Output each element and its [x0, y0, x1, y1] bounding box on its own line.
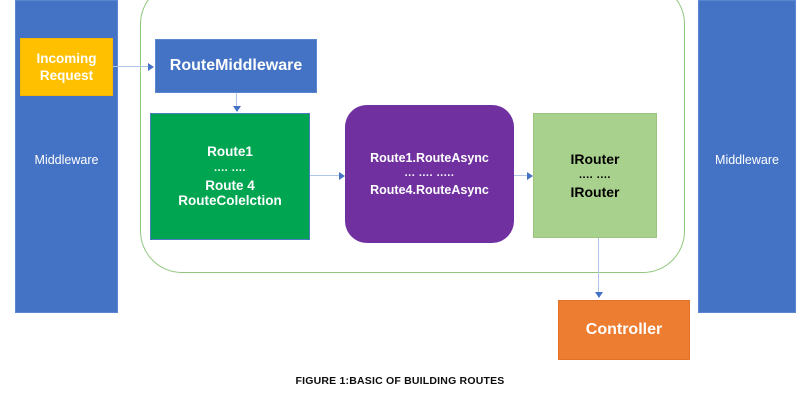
connector-route-middleware-to-route-collection	[236, 93, 238, 108]
controller-box: Controller	[558, 300, 690, 360]
figure-caption: FIGURE 1:BASIC OF BUILDING ROUTES	[295, 375, 505, 387]
incoming-request-box: Incoming Request	[20, 38, 113, 96]
route-collection-line1: Route1	[207, 144, 253, 160]
route-async-line2: Route4.RouteAsync	[370, 182, 489, 197]
route-collection-box: Route1 .... .... Route 4 RouteColelction	[150, 113, 310, 240]
irouter-dots: .... ....	[578, 168, 611, 181]
routing-container-outline	[140, 0, 685, 273]
controller-label: Controller	[585, 320, 663, 338]
middleware-right-label: Middleware	[715, 153, 779, 167]
arrow-right-icon-to-route-middleware	[148, 62, 154, 71]
arrow-right-icon-to-route-async	[339, 171, 345, 180]
arrow-down-icon-to-controller	[594, 292, 603, 298]
irouter-line2: IRouter	[570, 184, 620, 201]
irouter-box: IRouter .... .... IRouter	[533, 113, 657, 238]
irouter-line1: IRouter	[570, 150, 620, 167]
route-async-box: Route1.RouteAsync ... .... ..... Route4.…	[345, 105, 514, 243]
incoming-request-line1: Incoming	[36, 50, 97, 66]
route-async-line1: Route1.RouteAsync	[370, 150, 489, 165]
arrow-right-icon-to-irouter	[527, 171, 533, 180]
route-collection-line2: Route 4	[205, 177, 255, 193]
connector-incoming-request-to-route-middleware	[113, 66, 149, 68]
connector-route-collection-to-route-async	[310, 175, 340, 177]
route-collection-line3: RouteColelction	[178, 193, 282, 209]
route-collection-dots: .... ....	[213, 161, 246, 174]
connector-irouter-to-controller	[598, 238, 600, 294]
middleware-bar-right: Middleware	[698, 0, 796, 313]
route-middleware-box: RouteMiddleware	[155, 39, 317, 93]
connector-route-async-to-irouter	[514, 175, 528, 177]
middleware-left-label: Middleware	[34, 153, 99, 167]
arrow-down-icon-to-route-collection	[232, 106, 241, 112]
incoming-request-line2: Request	[39, 67, 94, 83]
route-async-dots: ... .... .....	[404, 167, 455, 180]
route-middleware-label: RouteMiddleware	[169, 56, 303, 74]
